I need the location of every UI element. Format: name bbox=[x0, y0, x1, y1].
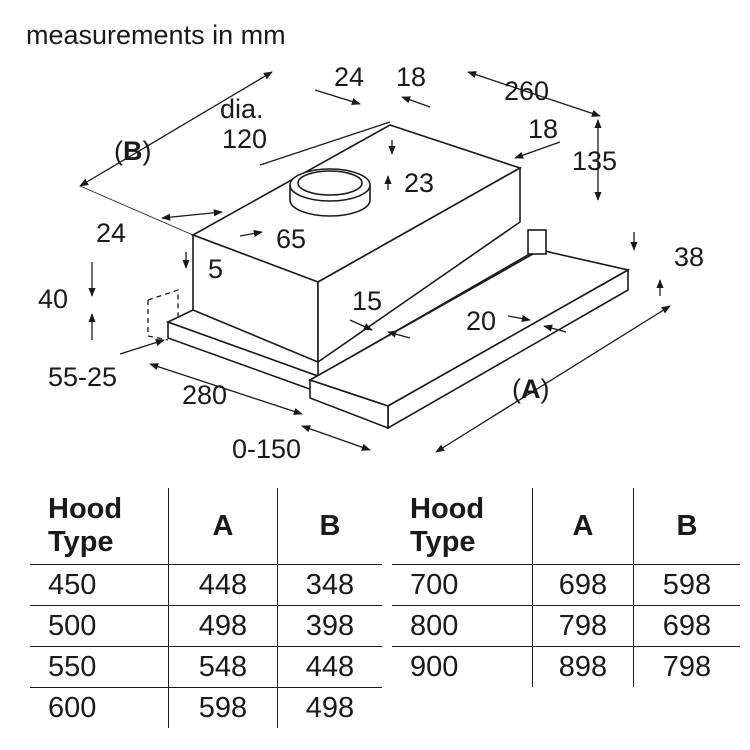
dim-5: 5 bbox=[208, 254, 223, 284]
cell-a: 498 bbox=[168, 605, 278, 647]
cell-b: 448 bbox=[277, 646, 382, 688]
dim-55-25: 55-25 bbox=[48, 362, 117, 392]
dim-b-label: (B) bbox=[114, 136, 152, 166]
dim-20: 20 bbox=[466, 306, 496, 336]
dim-18-right: 18 bbox=[528, 114, 558, 144]
cell-b: 348 bbox=[277, 564, 382, 606]
header-b: B bbox=[277, 488, 382, 565]
table-row: 550 548 448 bbox=[30, 646, 382, 688]
dim-23: 23 bbox=[404, 168, 434, 198]
cell-hood-type: 700 bbox=[392, 564, 533, 606]
dim-24-left: 24 bbox=[96, 218, 126, 248]
dimension-lines bbox=[79, 71, 671, 453]
hood-dimension-drawing: 24 18 260 dia. 120 (B) 18 135 23 24 65 5… bbox=[38, 62, 704, 464]
cell-a: 698 bbox=[532, 564, 634, 606]
table-row: 500 498 398 bbox=[30, 605, 382, 647]
table-row: 450 448 348 bbox=[30, 564, 382, 606]
table-row: 800 798 698 bbox=[392, 605, 740, 647]
dim-dia-value: 120 bbox=[222, 124, 267, 154]
table-header-row: Hood Type A B bbox=[392, 488, 740, 565]
cell-hood-type: 500 bbox=[30, 605, 169, 647]
cell-b: 398 bbox=[277, 605, 382, 647]
header-a: A bbox=[532, 488, 634, 565]
diagram-title: measurements in mm bbox=[26, 20, 286, 50]
wall-bracket-outline bbox=[147, 289, 179, 341]
dim-15: 15 bbox=[352, 286, 382, 316]
dim-40: 40 bbox=[38, 284, 68, 314]
dim-260: 260 bbox=[504, 76, 549, 106]
size-table-left: Hood Type A B 450 448 348 500 498 398 55… bbox=[30, 488, 382, 728]
cell-b: 698 bbox=[633, 605, 740, 647]
hood-side-face bbox=[317, 166, 521, 364]
dim-18-top: 18 bbox=[396, 62, 426, 92]
header-hood-type: Hood Type bbox=[410, 493, 485, 558]
cell-a: 448 bbox=[168, 564, 278, 606]
dim-65: 65 bbox=[276, 224, 306, 254]
table-row: 600 598 498 bbox=[30, 687, 382, 728]
cell-a: 798 bbox=[532, 605, 634, 647]
dim-dia-label: dia. bbox=[220, 94, 264, 124]
dim-280: 280 bbox=[182, 380, 227, 410]
cell-a: 598 bbox=[168, 687, 278, 728]
header-a: A bbox=[168, 488, 278, 565]
cell-b: 798 bbox=[633, 646, 740, 687]
dim-a-label: (A) bbox=[512, 374, 550, 404]
cell-hood-type: 550 bbox=[30, 646, 169, 688]
dim-0-150: 0-150 bbox=[232, 434, 301, 464]
header-hood-type: Hood Type bbox=[48, 493, 123, 558]
size-table-right: Hood Type A B 700 698 598 800 798 698 90… bbox=[392, 488, 740, 687]
table-row: 900 898 798 bbox=[392, 646, 740, 687]
table-header-row: Hood Type A B bbox=[30, 488, 382, 565]
exhaust-duct bbox=[289, 168, 371, 217]
cell-hood-type: 900 bbox=[392, 646, 533, 687]
cell-a: 898 bbox=[532, 646, 634, 687]
cell-hood-type: 800 bbox=[392, 605, 533, 647]
dim-38: 38 bbox=[674, 242, 704, 272]
dim-24-top: 24 bbox=[334, 62, 364, 92]
cell-b: 598 bbox=[633, 564, 740, 606]
cell-b: 498 bbox=[277, 687, 382, 728]
cell-hood-type: 600 bbox=[30, 687, 169, 728]
table-row: 700 698 598 bbox=[392, 564, 740, 606]
header-b: B bbox=[633, 488, 740, 565]
cell-hood-type: 450 bbox=[30, 564, 169, 606]
dim-135: 135 bbox=[572, 146, 617, 176]
cell-a: 548 bbox=[168, 646, 278, 688]
